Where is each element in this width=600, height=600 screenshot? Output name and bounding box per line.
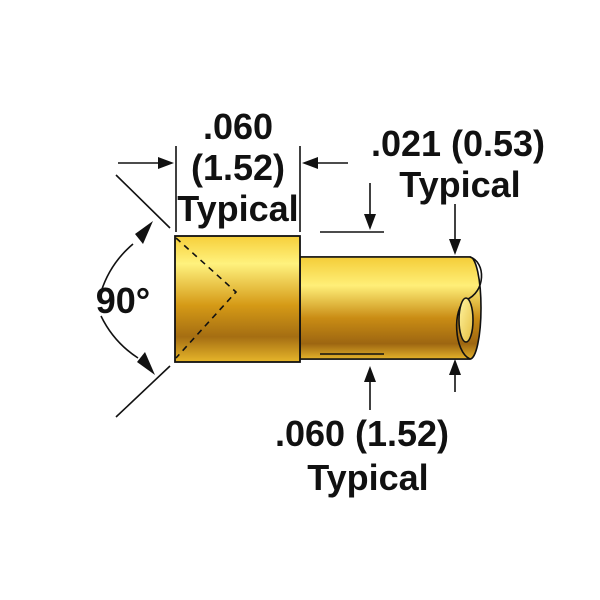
pin-tail [299, 256, 483, 360]
head-length-label: .060 (1.52) [275, 413, 449, 454]
pin-head [174, 235, 301, 363]
head-typical-label: Typical [177, 188, 298, 229]
head-countersink-hidden-line [175, 237, 238, 359]
pin-end-face [458, 297, 474, 343]
tail-typical-label: Typical [399, 164, 520, 205]
angle-dimension [100, 174, 171, 418]
head-length-typical-label: Typical [307, 457, 428, 498]
angle-label: 90° [96, 280, 150, 321]
head-diameter-label: .060 [203, 106, 273, 147]
angle-arrow-top [135, 221, 153, 244]
head-diameter-mm-label: (1.52) [191, 147, 285, 188]
angle-arrow-bottom [137, 352, 155, 375]
head-diameter-dimension [118, 146, 348, 232]
tail-diameter-dimension [320, 183, 461, 410]
tail-diameter-label: .021 (0.53) [371, 123, 545, 164]
